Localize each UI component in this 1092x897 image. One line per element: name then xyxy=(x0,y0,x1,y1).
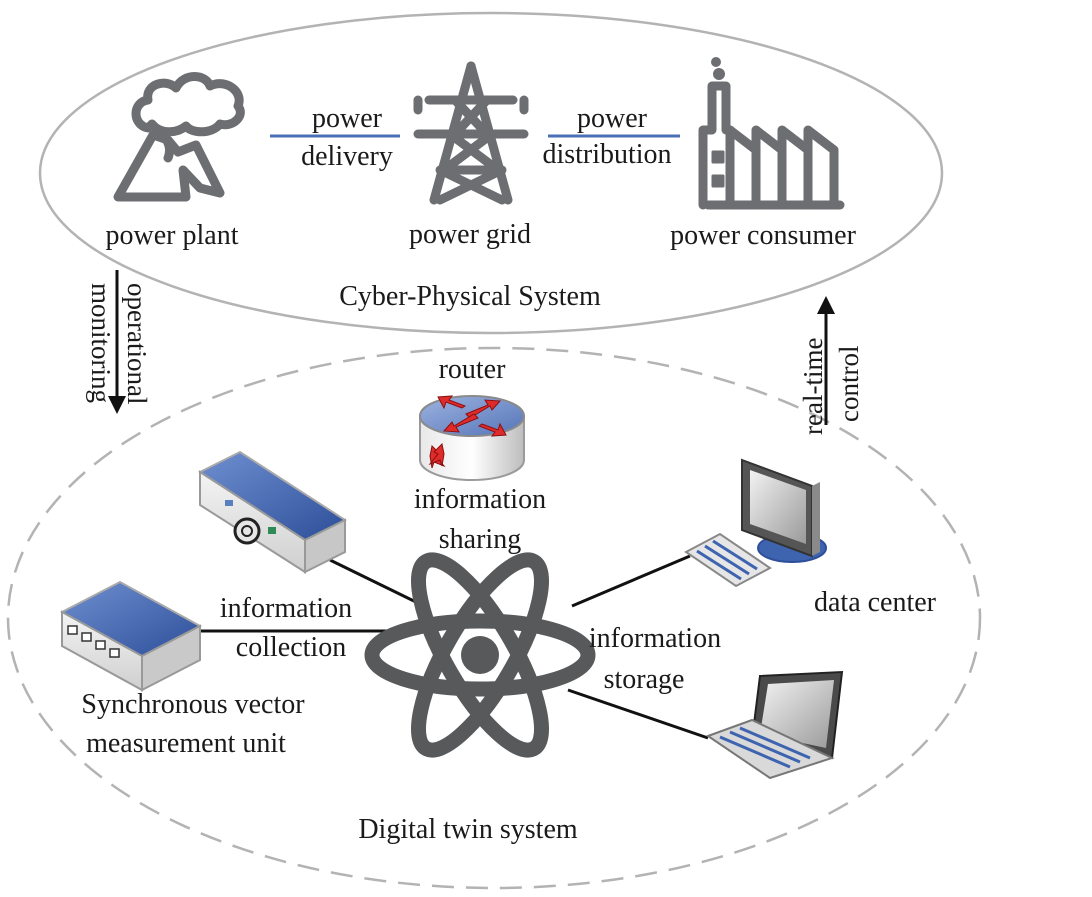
cyber-physical-title: Cyber-Physical System xyxy=(339,281,601,312)
power-distribution-label-bottom: distribution xyxy=(542,139,671,170)
pmu-label-2: measurement unit xyxy=(86,728,286,759)
power-consumer-label: power consumer xyxy=(670,220,857,251)
cyber-physical-boundary xyxy=(38,11,944,335)
information-sharing-label-1: information xyxy=(414,484,546,515)
information-storage-label-1: information xyxy=(589,623,721,654)
information-collection-label-1: information xyxy=(220,593,352,624)
digital-twin-title: Digital twin system xyxy=(358,814,578,845)
hub-connections xyxy=(198,554,709,740)
real-time-control-label-2: control xyxy=(834,346,864,422)
power-plant-icon xyxy=(113,72,245,202)
power-plant-label: power plant xyxy=(106,220,239,251)
power-distribution-label-top: power xyxy=(577,103,648,134)
digital-twin-atom-icon xyxy=(364,552,596,758)
information-storage-label-2: storage xyxy=(604,664,685,695)
pmu-device-icon xyxy=(59,580,203,692)
laptop-storage-icon xyxy=(705,670,844,780)
power-grid-tower-icon xyxy=(413,61,529,205)
operational-monitoring-label-1: operational xyxy=(122,283,152,404)
data-center-label: data center xyxy=(814,587,937,618)
information-sharing-label-2: sharing xyxy=(439,524,521,555)
digital-twin-boundary xyxy=(6,346,982,890)
power-delivery-label-bottom: delivery xyxy=(301,141,393,172)
power-consumer-factory-icon xyxy=(698,57,845,210)
sensor-device-icon xyxy=(197,450,348,574)
real-time-control-label-1: real-time xyxy=(798,338,828,435)
data-center-computer-icon xyxy=(684,458,827,588)
information-collection-label-2: collection xyxy=(236,632,346,663)
router-icon xyxy=(419,395,525,481)
power-delivery-label-top: power xyxy=(312,103,383,134)
pmu-label-1: Synchronous vector xyxy=(81,689,305,720)
router-label: router xyxy=(439,354,507,385)
power-grid-label: power grid xyxy=(409,219,531,250)
operational-monitoring-label-2: monitoring xyxy=(86,283,116,403)
